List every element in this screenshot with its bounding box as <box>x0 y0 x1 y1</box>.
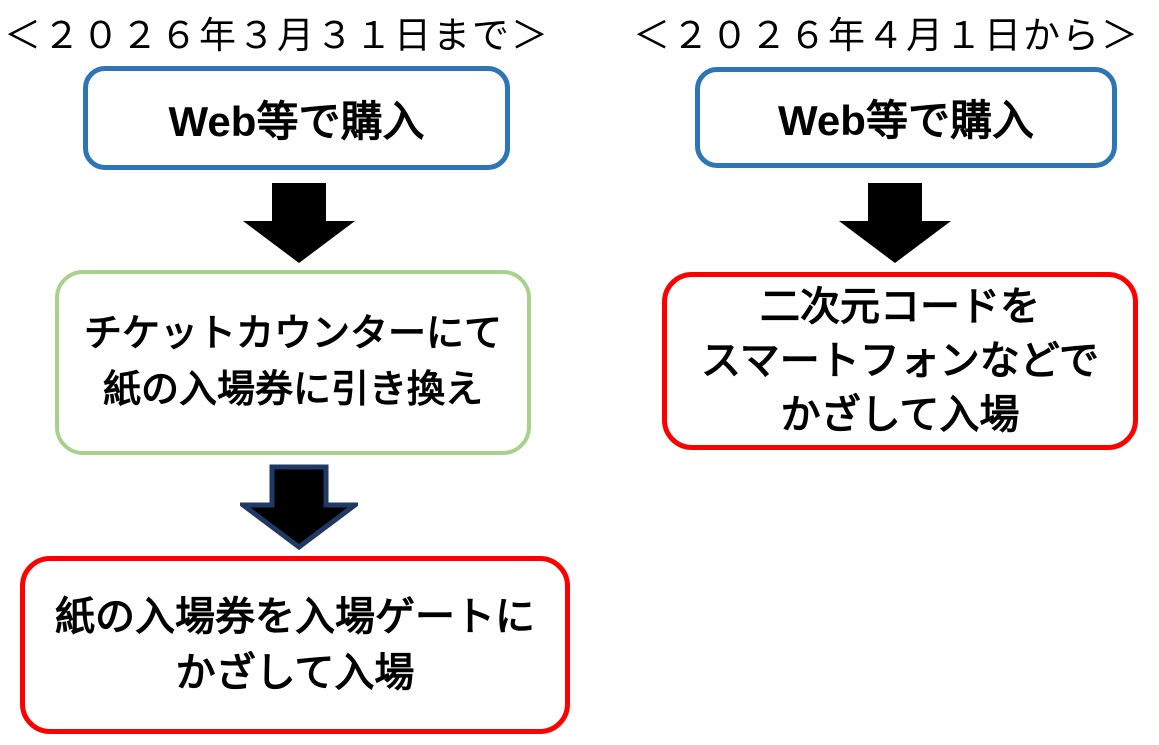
box-right-qr-smartphone-entry: 二次元コードを スマートフォンなどで かざして入場 <box>662 272 1138 450</box>
box-left-paper-ticket-gate-entry: 紙の入場券を入場ゲートに かざして入場 <box>20 556 570 734</box>
box-left-ticket-counter-exchange-label: チケットカウンターにて 紙の入場券に引き換え <box>83 313 502 411</box>
box-left-web-purchase: Web等で購入 <box>83 66 510 170</box>
down-arrow-shape <box>839 183 951 263</box>
box-right-web-purchase: Web等で購入 <box>695 67 1117 168</box>
down-arrow-outlined-icon <box>240 464 358 551</box>
box-left-web-purchase-label: Web等で購入 <box>168 97 425 145</box>
box-left-ticket-counter-exchange: チケットカウンターにて 紙の入場券に引き換え <box>55 270 531 455</box>
box-right-qr-smartphone-entry-label: 二次元コードを スマートフォンなどで かざして入場 <box>701 285 1099 437</box>
heading-until-2026-03-31: ＜２０２６年３月３１日まで＞ <box>4 16 550 57</box>
down-arrow-shape <box>243 183 355 263</box>
down-arrow-shape <box>240 464 358 551</box>
box-right-web-purchase-label: Web等で購入 <box>778 97 1034 144</box>
heading-from-2026-04-01: ＜２０２６年４月１日から＞ <box>633 16 1140 57</box>
down-arrow-icon <box>839 183 951 263</box>
down-arrow-icon <box>243 183 355 263</box>
box-left-paper-ticket-gate-entry-label: 紙の入場券を入場ゲートに かざして入場 <box>55 595 535 695</box>
